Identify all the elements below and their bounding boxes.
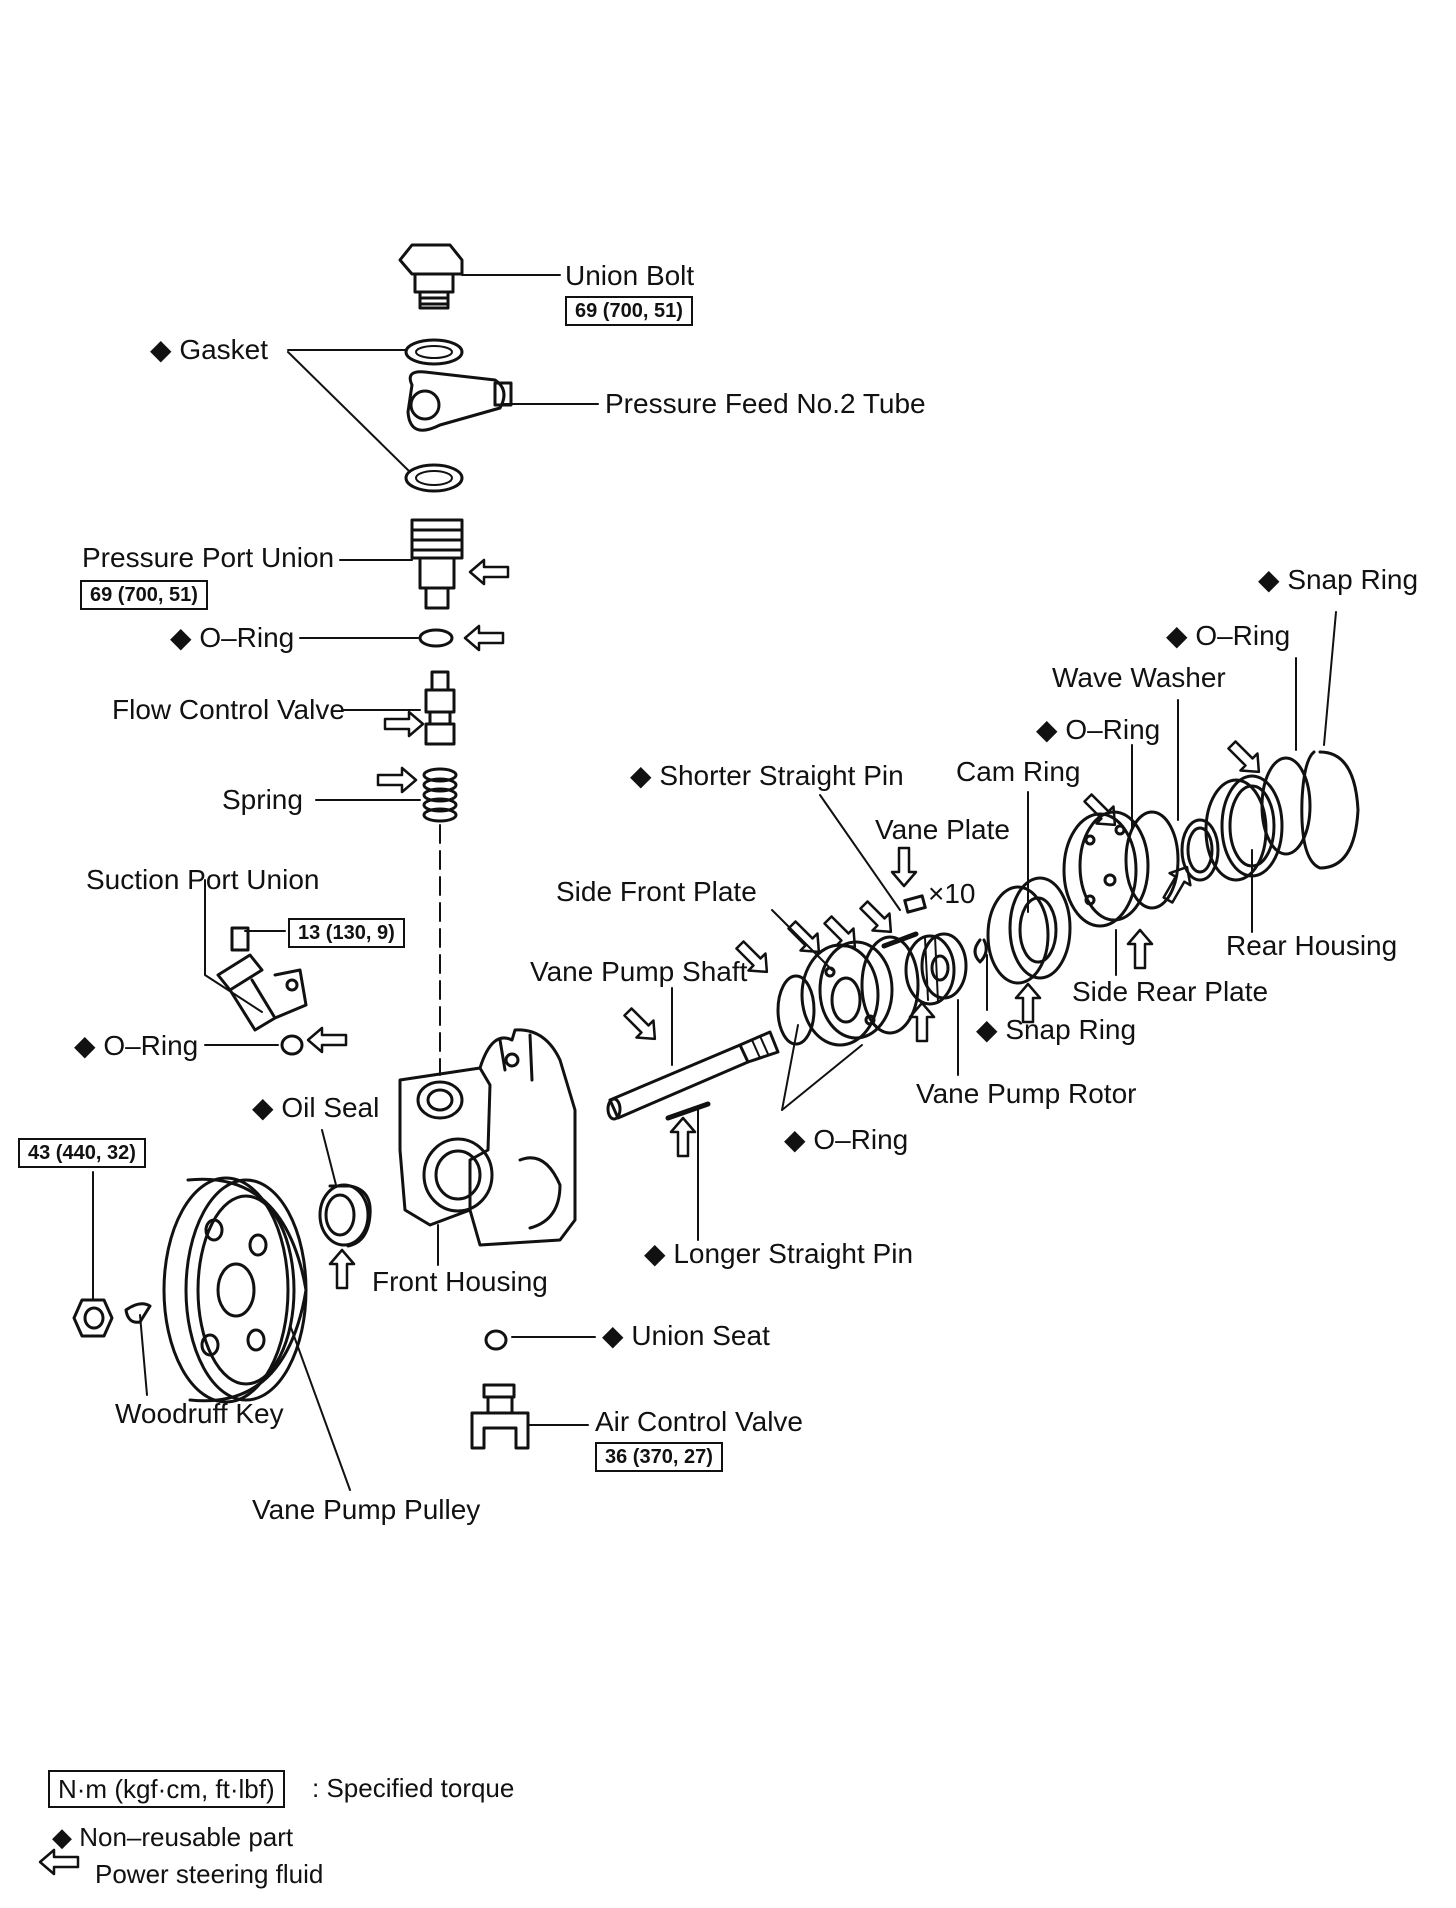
label-side-rear-plate: Side Rear Plate (1072, 976, 1269, 1007)
fluid-arrow-icon (383, 710, 425, 738)
label-snap-ring-mid: ◆ Snap Ring (976, 1014, 1137, 1045)
legend-fluid-arrow-icon (38, 1848, 80, 1876)
label-snap-ring-top: ◆ Snap Ring (1258, 564, 1419, 595)
air-control-valve-icon (470, 1383, 530, 1450)
label-vane-plate: Vane Plate (875, 814, 1010, 845)
fluid-arrow-icon (782, 915, 829, 962)
longer-straight-pin-icon (665, 1101, 711, 1121)
legend-non-reusable: ◆ Non–reusable part (52, 1822, 294, 1852)
label-pressure-port-union: Pressure Port Union (82, 542, 335, 573)
label-air-control-valve: Air Control Valve (595, 1406, 804, 1437)
oil-seal-icon (318, 1183, 372, 1248)
torque-air-control-valve: 36 (370, 27) (595, 1442, 723, 1472)
fluid-arrow-icon (463, 624, 505, 652)
flow-control-valve-icon (424, 670, 456, 746)
legend-fluid: Power steering fluid (95, 1859, 324, 1889)
torque-suction-port-union: 13 (130, 9) (288, 918, 405, 948)
fluid-arrow-icon (1126, 928, 1154, 970)
label-oil-seal: ◆ Oil Seal (252, 1092, 380, 1123)
label-shorter-straight-pin: ◆ Shorter Straight Pin (630, 760, 904, 791)
torque-pressure-port-union: 69 (700, 51) (80, 580, 208, 610)
label-rear-housing: Rear Housing (1226, 930, 1398, 961)
o-ring-3-icon (1124, 810, 1180, 910)
vane-plate-icon (903, 894, 927, 914)
fluid-arrow-icon (328, 1248, 356, 1290)
label-suction-port-union: Suction Port Union (86, 864, 320, 895)
suction-port-union-icon (216, 926, 308, 1032)
label-spring: Spring (222, 784, 303, 815)
label-side-front-plate: Side Front Plate (556, 876, 757, 907)
fluid-arrows (38, 558, 1269, 1876)
union-bolt-icon (398, 243, 464, 310)
label-union-seat: ◆ Union Seat (602, 1320, 770, 1351)
label-wave-washer: Wave Washer (1052, 662, 1226, 693)
side-rear-plate-icon (1062, 810, 1150, 928)
vane-pump-pulley-icon (162, 1176, 308, 1404)
label-flow-control-valve: Flow Control Valve (112, 694, 345, 725)
fluid-arrow-icon (618, 1002, 665, 1049)
spring-icon (422, 767, 458, 823)
cam-ring-icon (986, 876, 1072, 985)
legend-torque-desc: : Specified torque (312, 1773, 515, 1803)
pressure-feed-tube-icon (406, 370, 513, 432)
label-vane-pump-rotor: Vane Pump Rotor (916, 1078, 1137, 1109)
o-ring-2-icon (280, 1034, 304, 1056)
label-gasket: ◆ Gasket (150, 334, 269, 365)
label-o-ring-5: ◆ O–Ring (784, 1124, 909, 1155)
union-seat-icon (484, 1329, 508, 1351)
label-pressure-feed-tube: Pressure Feed No.2 Tube (605, 388, 926, 419)
fluid-arrow-icon (669, 1116, 697, 1158)
label-vane-pump-pulley: Vane Pump Pulley (252, 1494, 481, 1525)
pulley-nut-icon (72, 1298, 114, 1338)
torque-union-bolt: 69 (700, 51) (565, 296, 693, 326)
label-cam-ring: Cam Ring (956, 756, 1081, 787)
label-x10: ×10 (928, 878, 976, 909)
o-ring-5-icon (776, 974, 816, 1046)
o-ring-4-icon (1260, 756, 1312, 856)
wave-washer-icon (1180, 818, 1220, 882)
fluid-arrow-icon (306, 1026, 348, 1054)
vane-pump-rotor-icon (904, 932, 968, 1006)
front-housing-icon (398, 1028, 577, 1247)
label-o-ring-2: ◆ O–Ring (74, 1030, 199, 1061)
o-ring-front-plate-icon (860, 935, 920, 1035)
label-woodruff-key: Woodruff Key (115, 1398, 284, 1429)
leader-lines (92, 274, 1337, 1491)
fluid-arrow-icon (854, 895, 901, 942)
fluid-arrow-icon (376, 766, 418, 794)
gasket-upper-icon (404, 338, 464, 366)
fluid-arrow-icon (1222, 735, 1269, 782)
fluid-arrow-icon (468, 558, 510, 586)
o-ring-1-icon (418, 628, 454, 648)
label-o-ring-3: ◆ O–Ring (1036, 714, 1161, 745)
legend-torque-unit: N·m (kgf·cm, ft·lbf) (48, 1770, 285, 1808)
label-longer-straight-pin: ◆ Longer Straight Pin (644, 1238, 914, 1269)
label-vane-pump-shaft: Vane Pump Shaft (530, 956, 748, 987)
label-o-ring-1: ◆ O–Ring (170, 622, 295, 653)
shorter-straight-pin-icon (881, 931, 919, 949)
gasket-lower-icon (404, 463, 464, 493)
label-o-ring-4: ◆ O–Ring (1166, 620, 1291, 651)
pressure-port-union-icon (410, 518, 464, 610)
snap-ring-top-icon (1300, 750, 1360, 870)
label-front-housing: Front Housing (372, 1266, 548, 1297)
label-union-bolt: Union Bolt (565, 260, 695, 291)
woodruff-key-icon (124, 1302, 152, 1324)
vane-pump-shaft-icon (606, 1030, 780, 1121)
torque-pulley-nut: 43 (440, 32) (18, 1138, 146, 1168)
fluid-arrow-icon (890, 846, 918, 888)
snap-ring-mid-icon (973, 938, 988, 964)
